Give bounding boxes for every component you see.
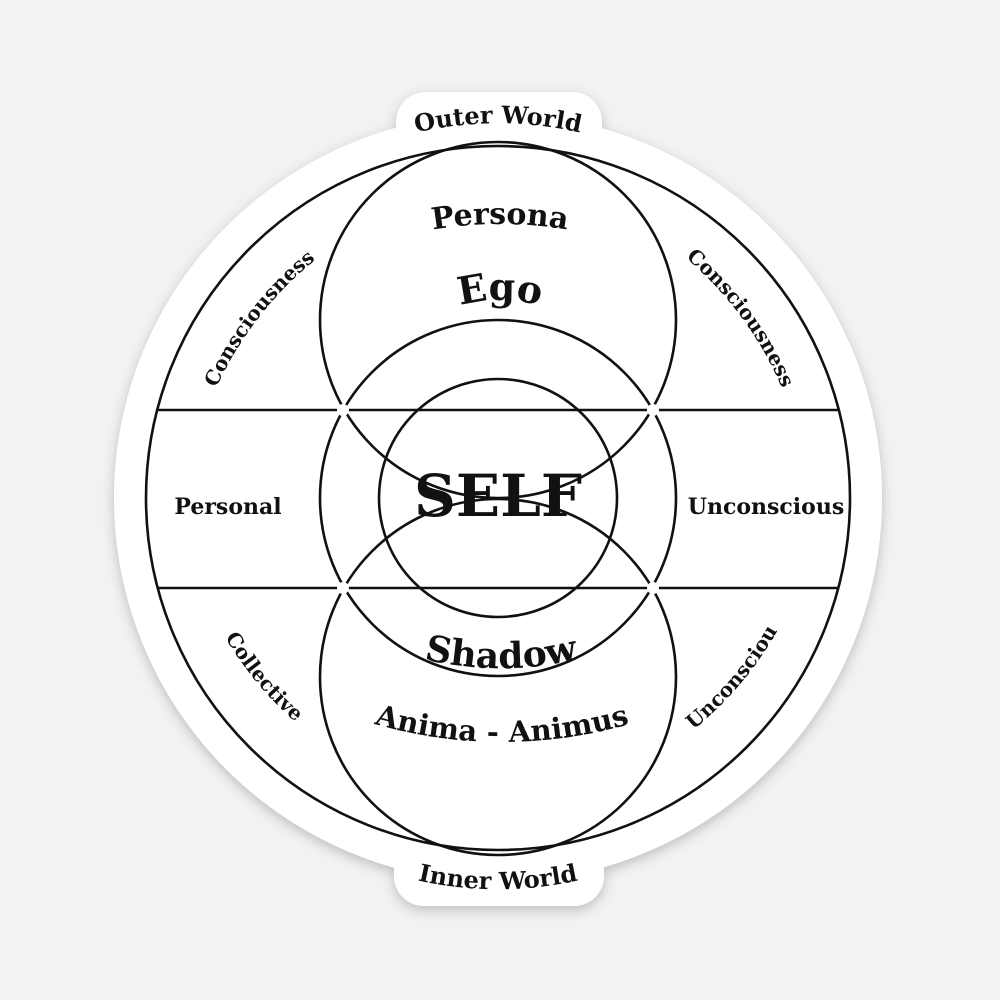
crossing-gaps <box>337 404 659 594</box>
self-circle <box>377 377 619 619</box>
unconscious-band-label: Unconscious <box>688 494 844 520</box>
lower-circle <box>318 497 678 857</box>
personal-label: Personal <box>174 494 281 520</box>
diagram-lines <box>144 140 852 857</box>
middle-circle <box>318 318 678 678</box>
outer-circle <box>144 144 852 852</box>
ego-label: Ego <box>454 264 547 314</box>
self-label: SELF <box>414 462 582 530</box>
persona-label: Persona <box>429 197 571 238</box>
